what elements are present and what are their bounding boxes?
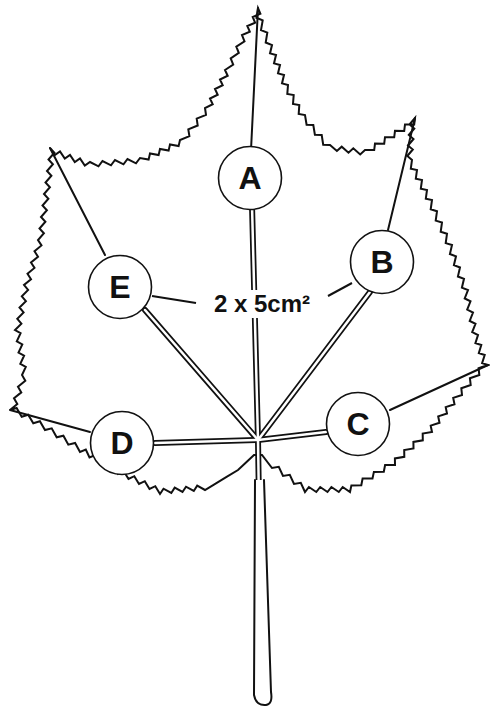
- leaf-veins: [10, 8, 488, 705]
- sample-letter: C: [346, 406, 369, 443]
- leaf-outline: [10, 8, 488, 494]
- sample-letter: D: [110, 425, 133, 462]
- sample-letter: B: [370, 244, 393, 281]
- sample-circle: D: [89, 410, 155, 476]
- sample-letter: E: [109, 269, 130, 306]
- area-label: 2 x 5cm²: [211, 290, 313, 318]
- sample-circle: B: [349, 229, 415, 295]
- sample-circle: E: [87, 254, 153, 320]
- sample-circle: C: [325, 391, 391, 457]
- sample-circle: A: [217, 145, 283, 211]
- sample-letter: A: [238, 160, 261, 197]
